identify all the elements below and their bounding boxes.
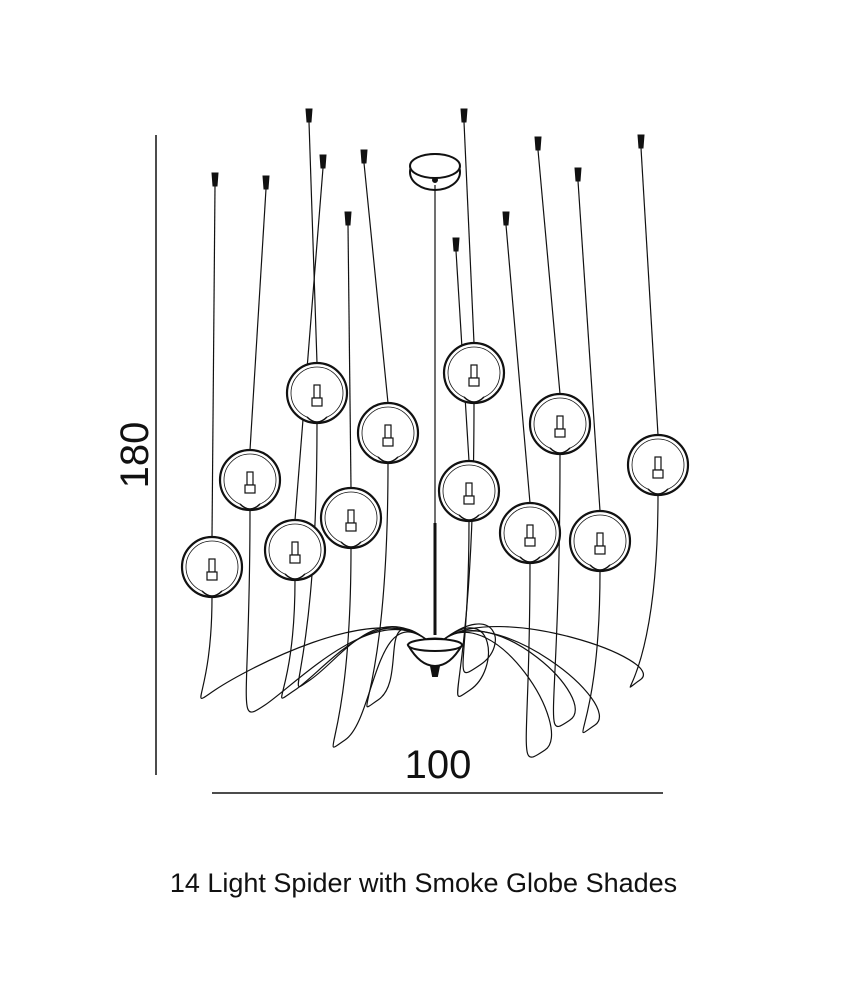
bulb-socket [382, 437, 394, 447]
width-dimension-label: 100 [405, 743, 472, 787]
drop-wire [211, 185, 216, 538]
bulb [291, 541, 299, 556]
globe-base-cup [340, 541, 362, 548]
bulb-socket [345, 522, 357, 532]
globe-lamp [263, 518, 327, 582]
globe-lamp [626, 433, 690, 497]
height-dimension-label: 180 [113, 422, 157, 489]
cable-loop [332, 547, 428, 748]
globe-base-cup [284, 573, 306, 580]
drop-wire [640, 147, 659, 436]
ceiling-hook-group [211, 108, 645, 252]
cable-loop [366, 462, 428, 708]
bulb-socket [244, 484, 256, 494]
cable-loop [442, 494, 659, 688]
globe-base-cup [239, 503, 261, 510]
bulb-socket [463, 495, 475, 505]
ceiling-hook [460, 108, 468, 123]
cable-loop [442, 562, 552, 758]
globe-lamp [356, 401, 420, 465]
cable-loop [245, 509, 428, 713]
cable-loop [442, 570, 601, 734]
bulb-socket [652, 469, 664, 479]
drop-wire-group [211, 121, 659, 538]
drop-wire [577, 180, 601, 512]
globe-base-cup [589, 564, 611, 571]
ceiling-hook [452, 237, 460, 252]
ceiling-hook [574, 167, 582, 182]
cable-loop [442, 520, 496, 674]
bulb [526, 524, 534, 539]
globe-lamp [528, 392, 592, 456]
globe-base-cup [201, 590, 223, 597]
bulb [470, 364, 478, 379]
ceiling-hook [534, 136, 542, 151]
globe-base-cup [549, 447, 571, 454]
ceiling-hook [305, 108, 313, 123]
drop-wire [363, 162, 389, 404]
drop-wire [294, 167, 324, 521]
bulb-socket [289, 554, 301, 564]
cable-loop [442, 402, 489, 697]
bulb-socket [524, 537, 536, 547]
globe-base-cup [306, 416, 328, 423]
globe-base-cup [519, 556, 541, 563]
bulb [246, 471, 254, 486]
bulb [654, 456, 662, 471]
globe-lamp [218, 448, 282, 512]
drop-wire [347, 224, 352, 489]
bulb [556, 415, 564, 430]
bulb [596, 532, 604, 547]
globe-group [180, 341, 690, 599]
drop-wire [505, 224, 531, 504]
globe-lamp [442, 341, 506, 405]
cable-loop [281, 579, 428, 699]
bulb-socket [468, 377, 480, 387]
cable-loop [200, 596, 428, 699]
bulb-socket [594, 545, 606, 555]
bulb [465, 482, 473, 497]
drop-wire [463, 121, 475, 344]
globe-base-cup [377, 456, 399, 463]
drop-wire [537, 149, 561, 395]
globe-lamp [498, 501, 562, 565]
cable-loop [297, 422, 428, 688]
ceiling-hook [319, 154, 327, 169]
bulb [384, 424, 392, 439]
ceiling-hook [360, 149, 368, 164]
ceiling-hook [211, 172, 219, 187]
central-hub [406, 637, 464, 677]
globe-lamp [285, 361, 349, 425]
drop-wire [249, 188, 267, 451]
bulb [313, 384, 321, 399]
bulb-socket [311, 397, 323, 407]
bulb-socket [206, 571, 218, 581]
bulb-socket [554, 428, 566, 438]
ceiling-hook [502, 211, 510, 226]
ceiling-hook [344, 211, 352, 226]
ceiling-hook [262, 175, 270, 190]
globe-lamp [437, 459, 501, 523]
caption: 14 Light Spider with Smoke Globe Shades [169, 868, 678, 898]
bulb [347, 509, 355, 524]
globe-base-cup [458, 514, 480, 521]
bulb [208, 558, 216, 573]
globe-lamp [180, 535, 244, 599]
globe-base-cup [463, 396, 485, 403]
ceiling-hook [637, 134, 645, 149]
globe-lamp [568, 509, 632, 573]
ceiling-canopy [409, 153, 461, 191]
drop-wire [308, 121, 318, 364]
cable-loop [442, 453, 576, 728]
globe-base-cup [647, 488, 669, 495]
cable-group [200, 402, 659, 758]
globe-lamp [319, 486, 383, 550]
